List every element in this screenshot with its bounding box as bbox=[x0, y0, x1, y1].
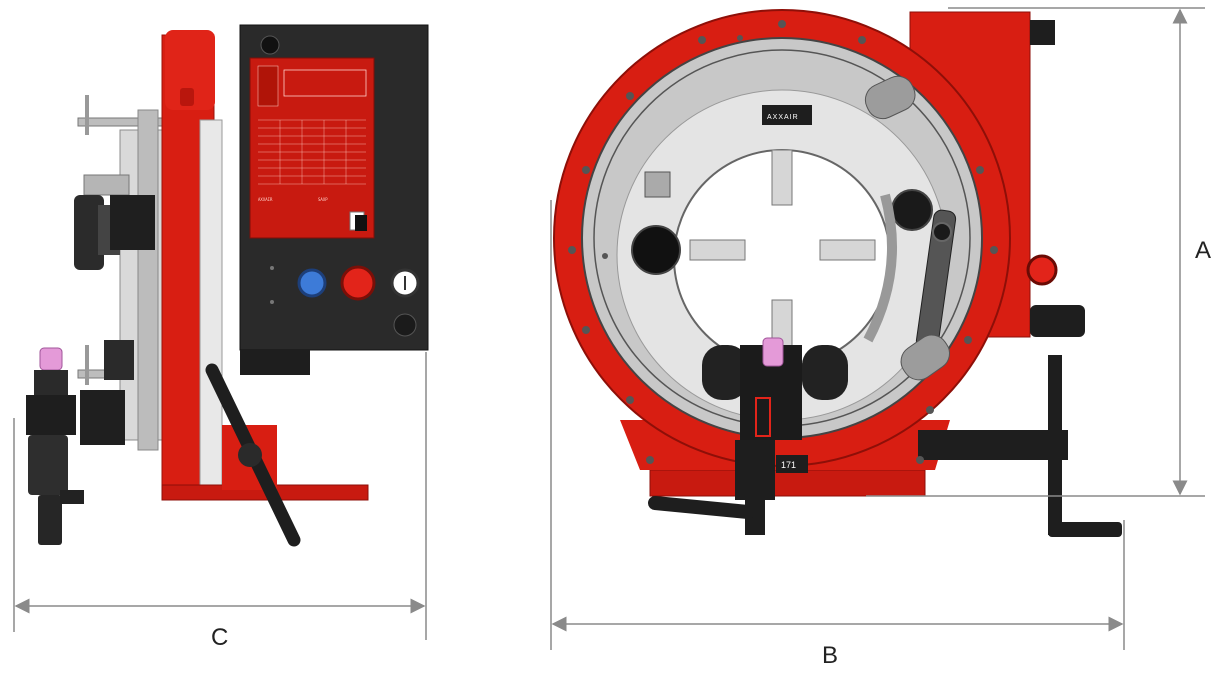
lower-block bbox=[80, 390, 125, 445]
cable-gland bbox=[1030, 305, 1085, 337]
jaw-right bbox=[819, 239, 876, 261]
ring-bolts bbox=[568, 20, 998, 464]
frame-top bbox=[165, 30, 215, 110]
box-underside bbox=[240, 350, 310, 375]
torch-clamp-right bbox=[802, 345, 848, 400]
dim-a-label: A bbox=[1195, 237, 1211, 264]
left-knob bbox=[631, 225, 681, 275]
arm-knob bbox=[891, 189, 933, 231]
torch-cable-handle bbox=[648, 496, 755, 519]
emergency-stop-button bbox=[340, 265, 376, 301]
torch-clamp-left bbox=[702, 345, 748, 400]
crank-handle bbox=[1048, 355, 1062, 535]
arm-pin bbox=[932, 222, 952, 242]
torch-cap-front bbox=[762, 337, 784, 367]
jaw-top bbox=[771, 149, 793, 206]
crank-grip bbox=[1048, 522, 1122, 537]
adjust-knob bbox=[74, 195, 104, 270]
switch-legend bbox=[257, 65, 279, 107]
torch-lower bbox=[735, 440, 775, 500]
front-base bbox=[649, 469, 926, 497]
torch-body bbox=[26, 395, 76, 435]
blue-button bbox=[297, 268, 327, 298]
parameter-table bbox=[258, 119, 366, 185]
wiring-schematic bbox=[283, 69, 367, 97]
connector bbox=[355, 215, 367, 231]
torch-elbow bbox=[60, 490, 84, 504]
model-text: SAXP bbox=[318, 197, 328, 202]
rod-tip bbox=[85, 95, 89, 135]
lower-knob bbox=[104, 340, 134, 380]
upper-lock bbox=[864, 75, 916, 120]
front-view: AXXAIR 171 bbox=[553, 9, 1122, 537]
knob-block bbox=[110, 195, 155, 250]
dim-c-label: C bbox=[211, 624, 228, 651]
brand-plate bbox=[762, 105, 812, 125]
dimension-lines bbox=[13, 7, 1205, 650]
lever-pivot bbox=[238, 443, 262, 467]
rod-tip bbox=[85, 345, 89, 385]
torch-cap bbox=[39, 347, 63, 371]
torch-body bbox=[34, 370, 68, 395]
switch-knob bbox=[1030, 20, 1055, 45]
screw bbox=[270, 300, 274, 304]
torch-tail bbox=[38, 495, 62, 545]
carriage-plate-inner bbox=[137, 109, 159, 451]
latch-bracket bbox=[644, 171, 671, 198]
side-view: AXXAIR SAXP bbox=[26, 24, 429, 547]
lower-lock bbox=[900, 334, 951, 381]
brand-text: AXXAIR bbox=[767, 114, 799, 121]
screw bbox=[270, 266, 274, 270]
brand-text-side: AXXAIR bbox=[258, 197, 273, 202]
clamp-bar bbox=[918, 430, 1068, 460]
frame-latch bbox=[180, 88, 194, 106]
power-switch bbox=[260, 35, 280, 55]
cable-connector bbox=[393, 313, 417, 337]
head-number-text: 171 bbox=[781, 460, 796, 470]
frame-slide bbox=[199, 119, 223, 491]
angle-scale bbox=[863, 193, 897, 343]
torch-window bbox=[755, 397, 771, 437]
dim-b-label: B bbox=[822, 642, 838, 669]
torch-grip bbox=[28, 435, 68, 495]
jaw-left bbox=[689, 239, 746, 261]
emergency-stop-side bbox=[1026, 254, 1058, 286]
bracket bbox=[83, 174, 130, 196]
head-number-plate bbox=[776, 455, 808, 473]
